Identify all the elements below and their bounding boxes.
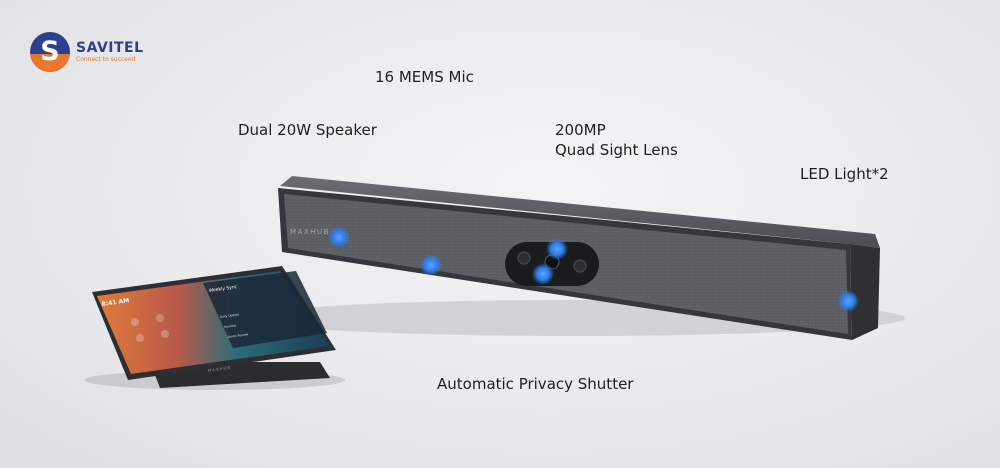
mic-dot xyxy=(420,254,442,276)
savitel-logo-mark: S xyxy=(30,32,70,72)
callout-lens-label-line1: 200MP xyxy=(555,121,606,139)
callout-led-label: LED Light*2 xyxy=(800,165,889,183)
tablet-app-icon xyxy=(156,314,164,322)
logo-tagline: Connect to succeed xyxy=(76,56,136,63)
tablet-meeting-title: Weekly Sync xyxy=(208,284,238,294)
savitel-logo: S SAVITEL Connect to succeed xyxy=(30,32,144,72)
tablet-panel-item-1: Daily Update xyxy=(220,312,240,319)
tablet-app-icon xyxy=(136,334,144,342)
speaker-dot xyxy=(328,226,350,248)
callout-dots xyxy=(328,226,859,312)
tablet-panel-item-3: Demo Review xyxy=(228,332,249,339)
callout-shutter-label: Automatic Privacy Shutter xyxy=(437,375,634,393)
logo-letter-icon: S xyxy=(40,36,60,67)
tablet-app-icon xyxy=(161,330,169,338)
tablet-brand: MAXHUB xyxy=(207,365,231,373)
callout-lines xyxy=(339,96,850,370)
video-bar-device: MAXHUB xyxy=(278,176,880,340)
logo-name: SAVITEL xyxy=(76,40,144,56)
callout-speaker-label: Dual 20W Speaker xyxy=(238,121,377,139)
video-bar-end-cap xyxy=(850,244,880,340)
callout-lens-label-line2: Quad Sight Lens xyxy=(555,141,678,159)
shutter-dot xyxy=(532,263,554,285)
camera-lens-right xyxy=(573,259,587,273)
tablet-meeting-panel xyxy=(203,271,327,348)
tablet-panel-item-2: Standup xyxy=(224,323,237,329)
tablet-app-icon xyxy=(131,318,139,326)
callout-mic-label: 16 MEMS Mic xyxy=(375,68,474,86)
logo-text: SAVITEL Connect to succeed xyxy=(76,40,144,64)
camera-lens-left xyxy=(517,251,531,265)
lens-dot xyxy=(546,238,568,260)
video-bar-brand: MAXHUB xyxy=(290,228,330,236)
touch-controller-tablet: 8:41 AM Weekly Sync Daily Update Standup… xyxy=(92,266,336,388)
tablet-time: 8:41 AM xyxy=(101,297,129,308)
video-bar-top xyxy=(280,176,880,248)
led-dot xyxy=(837,290,859,312)
